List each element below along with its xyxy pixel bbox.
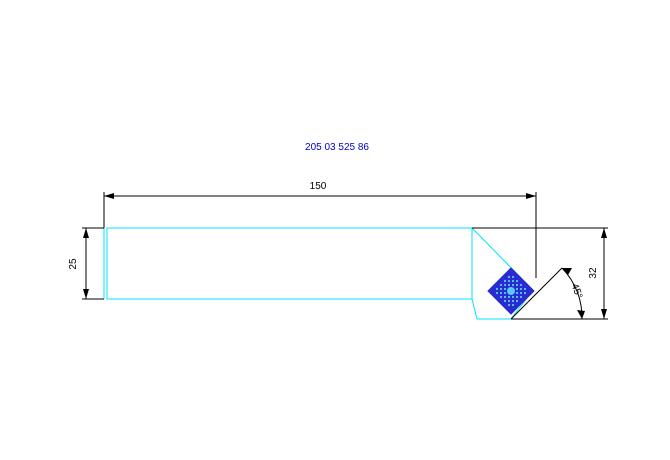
arrow-left [104, 193, 114, 199]
arrow-up-25 [83, 228, 89, 238]
insert-dot [515, 291, 519, 295]
insert-dot [511, 283, 515, 287]
insert-dot [503, 291, 507, 295]
insert-dot [515, 295, 519, 299]
insert-dot [519, 295, 523, 299]
arrow-down-25 [83, 289, 89, 299]
insert-dot [503, 283, 507, 287]
insert-dot [511, 295, 515, 299]
angle-leg-slanted [510, 267, 563, 320]
insert-dot [507, 303, 511, 307]
dimension-length: 150 [103, 181, 537, 278]
arrow-right [526, 193, 536, 199]
insert-dot [507, 295, 511, 299]
dimension-angle: 45° [510, 267, 585, 320]
insert-dot [495, 287, 499, 291]
shank-height-label: 25 [68, 258, 79, 270]
insert-dot [503, 287, 507, 291]
insert-dot [523, 287, 527, 291]
insert-dot [507, 279, 511, 283]
insert-dot [515, 299, 519, 303]
angle-arrow-top [562, 268, 572, 275]
insert-dot [511, 279, 515, 283]
length-label: 150 [310, 181, 327, 192]
insert-dot [495, 291, 499, 295]
insert-dot [503, 295, 507, 299]
insert-dot [503, 279, 507, 283]
tool-outline [103, 227, 534, 320]
insert-dot [523, 291, 527, 295]
dimension-total-height: 32 [472, 227, 608, 320]
insert-dot [511, 299, 515, 303]
insert-dot [515, 287, 519, 291]
angle-label: 45° [569, 282, 585, 300]
insert-dot [499, 283, 503, 287]
insert-dot [499, 291, 503, 295]
insert-pattern [495, 275, 527, 307]
insert-dot [519, 283, 523, 287]
insert-dot [507, 283, 511, 287]
dimension-shank-height: 25 [68, 227, 104, 300]
insert-dot [499, 287, 503, 291]
insert-dot [519, 287, 523, 291]
total-height-label: 32 [588, 267, 599, 279]
part-number: 205 03 525 86 [305, 142, 369, 153]
angle-arrow-bottom [577, 310, 585, 319]
insert-dot [507, 275, 511, 279]
insert-dot [507, 299, 511, 303]
insert-hole [507, 287, 515, 295]
insert-dot [499, 295, 503, 299]
shank-body [106, 227, 473, 300]
insert-dot [511, 275, 515, 279]
arrow-up-32 [601, 228, 607, 238]
insert-dot [503, 299, 507, 303]
insert-dot [515, 283, 519, 287]
insert-dot [511, 303, 515, 307]
insert-dot [515, 279, 519, 283]
cutting-insert [487, 267, 535, 315]
insert-dot [519, 291, 523, 295]
arrow-down-32 [601, 309, 607, 319]
